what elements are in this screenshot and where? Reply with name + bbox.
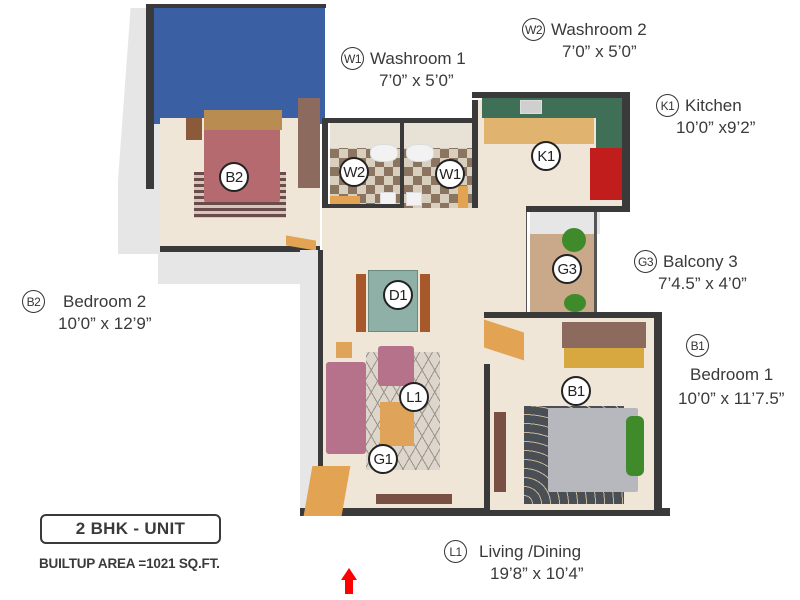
room-size: 10’0” x 12’9”	[58, 314, 152, 333]
living-left-wall-edge	[318, 250, 323, 512]
marker-w1: W1	[435, 159, 465, 189]
room-size: 7’4.5” x 4’0”	[658, 274, 747, 293]
room-size: 10’0” x 11’7.5”	[678, 389, 785, 408]
room-name: Living /Dining	[479, 541, 582, 561]
bedroom1-top-wall	[484, 312, 660, 318]
washroom1-door	[458, 186, 468, 222]
balcony3-plant-top	[562, 228, 586, 252]
marker-d1: D1	[383, 280, 413, 310]
legend-balcony-3: G3 Balcony 3 7’4.5” x 4’0”	[634, 250, 747, 294]
kitchen-stove	[520, 100, 542, 114]
kitchen-counter-side	[596, 96, 622, 156]
room-code-badge: W2	[522, 18, 545, 41]
sink-w1	[406, 192, 422, 206]
kitchen-bottom-wall	[526, 206, 630, 212]
bedroom1-left-wall	[484, 364, 490, 512]
kitchen-right-wall	[622, 92, 630, 212]
bedroom1-pillows	[626, 416, 644, 476]
unit-type-label: 2 BHK - UNIT	[40, 514, 221, 544]
bedroom1-wardrobe	[562, 322, 646, 348]
legend-washroom-2: W2 Washroom 2 7’0” x 5’0”	[522, 18, 647, 62]
room-code-badge: G3	[634, 250, 657, 273]
washroom-top-wall	[322, 118, 476, 123]
living-side-table	[336, 342, 352, 358]
marker-w2: W2	[339, 157, 369, 187]
room-size: 10’0” x9’2”	[676, 118, 756, 137]
bedroom1-bed	[548, 408, 638, 492]
marker-b1: B1	[561, 376, 591, 406]
arrow-up-icon	[341, 568, 357, 594]
toilet-w2	[370, 144, 398, 162]
room-size: 7’0” x 5’0”	[562, 42, 637, 61]
room-name: Bedroom 1	[690, 365, 774, 384]
living-left-wall	[300, 250, 322, 512]
room-code-badge: B2	[22, 290, 45, 313]
marker-l1: L1	[399, 382, 429, 412]
legend-bedroom-1: B1 Bedroom 1 10’0” x 11’7.5”	[676, 334, 784, 409]
balcony3-plant-bottom	[564, 294, 586, 312]
legend-kitchen: K1 Kitchen 10’0” x9’2”	[656, 94, 755, 138]
washroom-right-wall	[472, 100, 478, 210]
washroom2-door	[330, 196, 360, 204]
balcony3-railing-right	[594, 212, 597, 312]
bedroom2-accent-wall	[150, 6, 325, 124]
balcony3-back-wall	[530, 212, 600, 234]
room-code-badge: L1	[444, 540, 467, 563]
kitchen-fridge	[590, 148, 622, 200]
room-name: Bedroom 2	[63, 291, 147, 311]
bedroom1-right-wall	[654, 312, 662, 512]
room-name: Kitchen	[685, 95, 742, 115]
bedroom2-nightstand	[186, 118, 202, 140]
kitchen-counter	[482, 96, 622, 118]
toilet-w1	[406, 144, 434, 162]
washroom2-bottom-wall	[322, 204, 402, 209]
bedroom2-wardrobe	[298, 98, 320, 188]
living-armchair	[378, 346, 414, 386]
marker-k1: K1	[531, 141, 561, 171]
legend-living-dining: L1 Living /Dining 19’8” x 10’4”	[444, 540, 584, 584]
room-size: 7’0” x 5’0”	[379, 71, 454, 90]
room-code-badge: K1	[656, 94, 679, 117]
bedroom1-tv-unit	[494, 412, 506, 492]
living-sofa	[326, 362, 366, 454]
builtup-area: BUILTUP AREA =1021 SQ.FT.	[39, 556, 220, 571]
kitchen-top-wall	[472, 92, 630, 98]
dining-chair-left	[356, 274, 366, 332]
room-name: Washroom 1	[370, 48, 466, 68]
legend-washroom-1: W1 Washroom 1 7’0” x 5’0”	[341, 47, 466, 91]
marker-g3: G3	[552, 254, 582, 284]
bedroom1-wardrobe-doors	[564, 348, 644, 368]
bedroom2-top-wall	[146, 4, 326, 8]
dining-chair-right	[420, 274, 430, 332]
living-bottom-wall	[300, 508, 670, 516]
room-name: Balcony 3	[663, 251, 738, 271]
legend-bedroom-2: B2 Bedroom 2 10’0” x 12’9”	[22, 290, 152, 334]
kitchen-cabinets	[484, 118, 594, 144]
room-name: Washroom 2	[551, 19, 647, 39]
washroom-left-wall	[322, 118, 328, 208]
room-code-badge: W1	[341, 47, 364, 70]
marker-g1: G1	[368, 444, 398, 474]
marker-b2: B2	[219, 162, 249, 192]
living-tv-unit	[376, 494, 452, 504]
bedroom2-left-wall	[146, 4, 154, 189]
room-size: 19’8” x 10’4”	[490, 564, 584, 583]
washroom-divider-wall	[400, 118, 404, 208]
bedroom2-front-wall	[158, 250, 318, 284]
bedroom2-bed-headboard	[204, 110, 282, 130]
room-code-badge: B1	[686, 334, 709, 357]
bedroom2-bottom-wall	[160, 246, 320, 252]
